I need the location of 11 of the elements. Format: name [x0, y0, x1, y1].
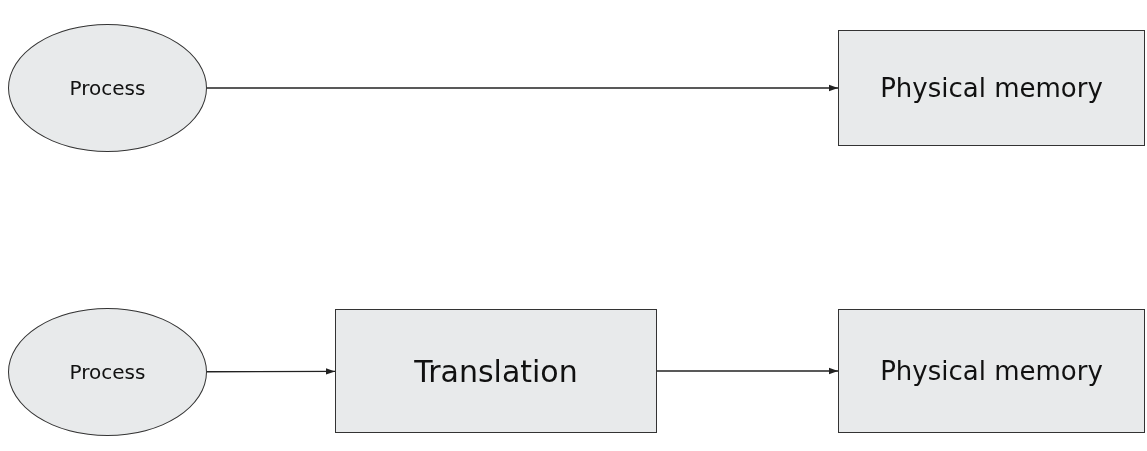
memory-box [838, 30, 1145, 146]
arrow [206, 368, 336, 375]
node-label: Translation [414, 353, 578, 389]
node-label: Physical memory [880, 356, 1103, 386]
arrow [206, 84, 839, 92]
arrow [656, 367, 839, 375]
node-label: Process [69, 76, 146, 100]
node-label: Process [69, 360, 146, 384]
node-label: Physical memory [880, 73, 1103, 103]
translation-box [335, 309, 657, 433]
memory-box [838, 309, 1145, 433]
